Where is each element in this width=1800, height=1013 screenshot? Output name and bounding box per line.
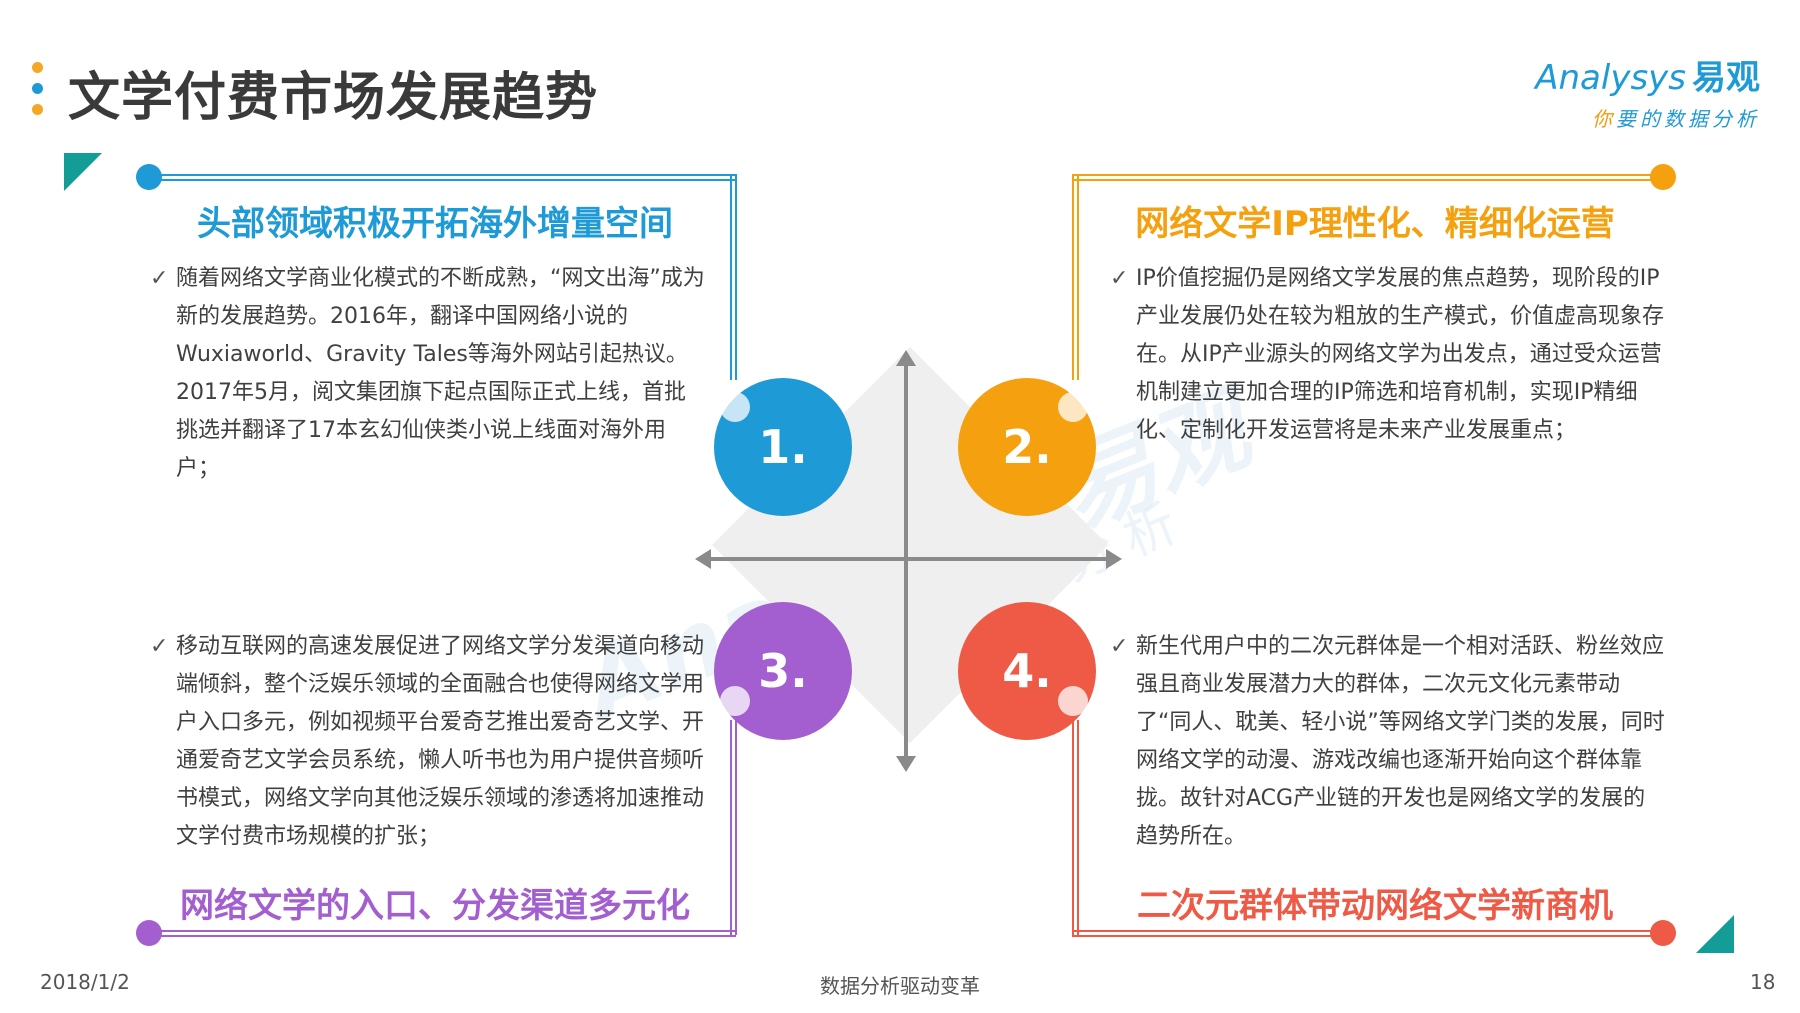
frame-2-left-line [1072,174,1079,380]
quadrant-1-text: 随着网络文学商业化模式的不断成熟，“网文出海”成为新的发展趋势。2016年，翻译… [176,266,705,481]
title-dot-3 [32,104,43,115]
logo-brand-en: Analysys [1535,58,1686,98]
number-circle-3: 3. [714,602,852,740]
frame-3-right-line [730,720,737,935]
quadrant-1-body: ✓ 随着网络文学商业化模式的不断成熟，“网文出海”成为新的发展趋势。2016年，… [150,260,706,488]
circle-2-highlight [1058,392,1088,422]
frame-2-dot [1650,164,1676,190]
quadrant-1-heading: 头部领域积极开拓海外增量空间 [197,204,673,244]
frame-2-top-line [1072,174,1662,181]
logo-tagline-rest: 要的数据分析 [1616,107,1760,131]
circle-4-highlight [1058,686,1088,716]
frame-1-top-line [148,174,736,181]
checkmark-icon: ✓ [150,634,169,659]
arrow-down-icon [896,756,916,772]
quadrant-3-text: 移动互联网的高速发展促进了网络文学分发渠道向移动端倾斜，整个泛娱乐领域的全面融合… [176,634,705,849]
horizontal-axis [705,557,1110,561]
footer-date: 2018/1/2 [40,970,130,994]
number-circle-4: 4. [958,602,1096,740]
circle-1-highlight [720,392,750,422]
checkmark-icon: ✓ [1110,634,1129,659]
logo-brand-cn: 易观 [1692,58,1760,98]
quadrant-2-body: ✓ IP价值挖掘仍是网络文学发展的焦点趋势，现阶段的IP产业发展仍处在较为粗放的… [1110,260,1666,450]
footer-slogan: 数据分析驱动变革 [820,974,980,998]
quadrant-4-heading: 二次元群体带动网络文学新商机 [1137,886,1613,926]
quadrant-4-body: ✓ 新生代用户中的二次元群体是一个相对活跃、粉丝效应强且商业发展潜力大的群体，二… [1110,628,1666,856]
checkmark-icon: ✓ [150,266,169,291]
arrow-right-icon [1106,549,1122,569]
logo-tagline-first: 你 [1592,107,1616,131]
title-dot-1 [32,62,43,73]
page-title: 文学付费市场发展趋势 [68,68,599,128]
corner-triangle-bottom-right [1696,915,1734,953]
title-bullet-dots [32,62,44,118]
quadrant-3-body: ✓ 移动互联网的高速发展促进了网络文学分发渠道向移动端倾斜，整个泛娱乐领域的全面… [150,628,706,856]
checkmark-icon: ✓ [1110,266,1129,291]
logo-tagline: 你要的数据分析 [1520,103,1760,132]
quadrant-3-heading: 网络文学的入口、分发渠道多元化 [180,886,690,926]
frame-4-bottom-line [1072,930,1662,937]
circle-3-highlight [720,686,750,716]
frame-1-right-line [730,174,737,380]
frame-1-dot [136,164,162,190]
frame-3-bottom-line [148,930,736,937]
frame-4-dot [1650,920,1676,946]
frame-3-dot [136,920,162,946]
title-dot-2 [32,83,43,94]
corner-triangle-top-left [64,153,102,191]
page-number: 18 [1750,970,1776,994]
quadrant-2-heading: 网络文学IP理性化、精细化运营 [1135,204,1615,244]
frame-4-left-line [1072,720,1079,935]
quadrant-2-text: IP价值挖掘仍是网络文学发展的焦点趋势，现阶段的IP产业发展仍处在较为粗放的生产… [1136,266,1665,443]
arrow-left-icon [695,549,711,569]
quadrant-4-text: 新生代用户中的二次元群体是一个相对活跃、粉丝效应强且商业发展潜力大的群体，二次元… [1136,634,1665,849]
arrow-up-icon [896,350,916,366]
